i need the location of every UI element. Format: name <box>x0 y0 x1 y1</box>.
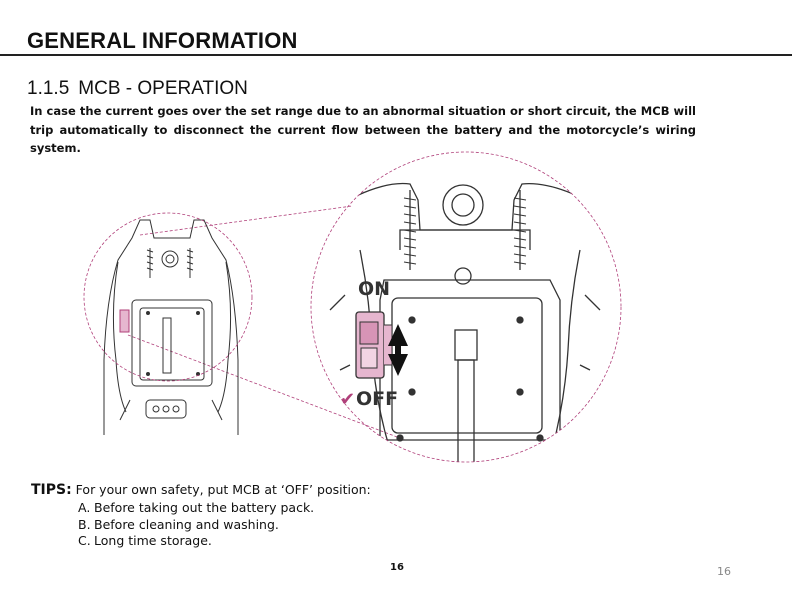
check-mark-icon: ✔ <box>340 389 355 410</box>
section-heading: 1.1.5 MCB - OPERATION <box>27 78 248 100</box>
list-item: C.Long time storage. <box>78 533 314 550</box>
tips-list: A.Before taking out the battery pack. B.… <box>78 500 314 550</box>
body-paragraph: In case the current goes over the set ra… <box>30 104 696 155</box>
section-number: 1.1.5 <box>27 78 70 99</box>
tips-label: TIPS: <box>31 482 72 498</box>
header-title: GENERAL INFORMATION <box>27 28 298 53</box>
section-title: MCB - OPERATION <box>78 78 248 99</box>
zoom-connector-bottom <box>127 334 406 441</box>
list-item-text: Before taking out the battery pack. <box>94 500 315 515</box>
zoom-connector-top <box>139 205 353 236</box>
page-number-center: 16 <box>390 562 404 573</box>
list-item-text: Long time storage. <box>94 533 212 548</box>
tips-intro: For your own safety, put MCB at ‘OFF’ po… <box>71 482 371 497</box>
mcb-figure: ON ✔ OFF <box>0 150 792 480</box>
list-item: B.Before cleaning and washing. <box>78 517 314 534</box>
overview-mcb-highlight <box>119 309 130 333</box>
list-item: A.Before taking out the battery pack. <box>78 500 314 517</box>
list-item-text: Before cleaning and washing. <box>94 516 279 532</box>
list-item-letter: C. <box>78 533 91 548</box>
list-item-letter: A. <box>78 500 91 515</box>
on-label: ON <box>358 278 390 300</box>
header-rule <box>0 54 792 56</box>
tips-line: TIPS: For your own safety, put MCB at ‘O… <box>31 482 371 498</box>
list-item-letter: B. <box>78 516 91 532</box>
switch-direction-arrow <box>388 324 408 376</box>
overview-circle <box>83 212 253 382</box>
page-number-right: 16 <box>717 565 731 578</box>
off-label: OFF <box>356 388 398 410</box>
mcb-illustration: ON ✔ OFF <box>83 151 622 463</box>
mcb-switch <box>355 311 393 379</box>
overview-drawing <box>103 219 239 435</box>
zoom-circle <box>310 151 622 463</box>
